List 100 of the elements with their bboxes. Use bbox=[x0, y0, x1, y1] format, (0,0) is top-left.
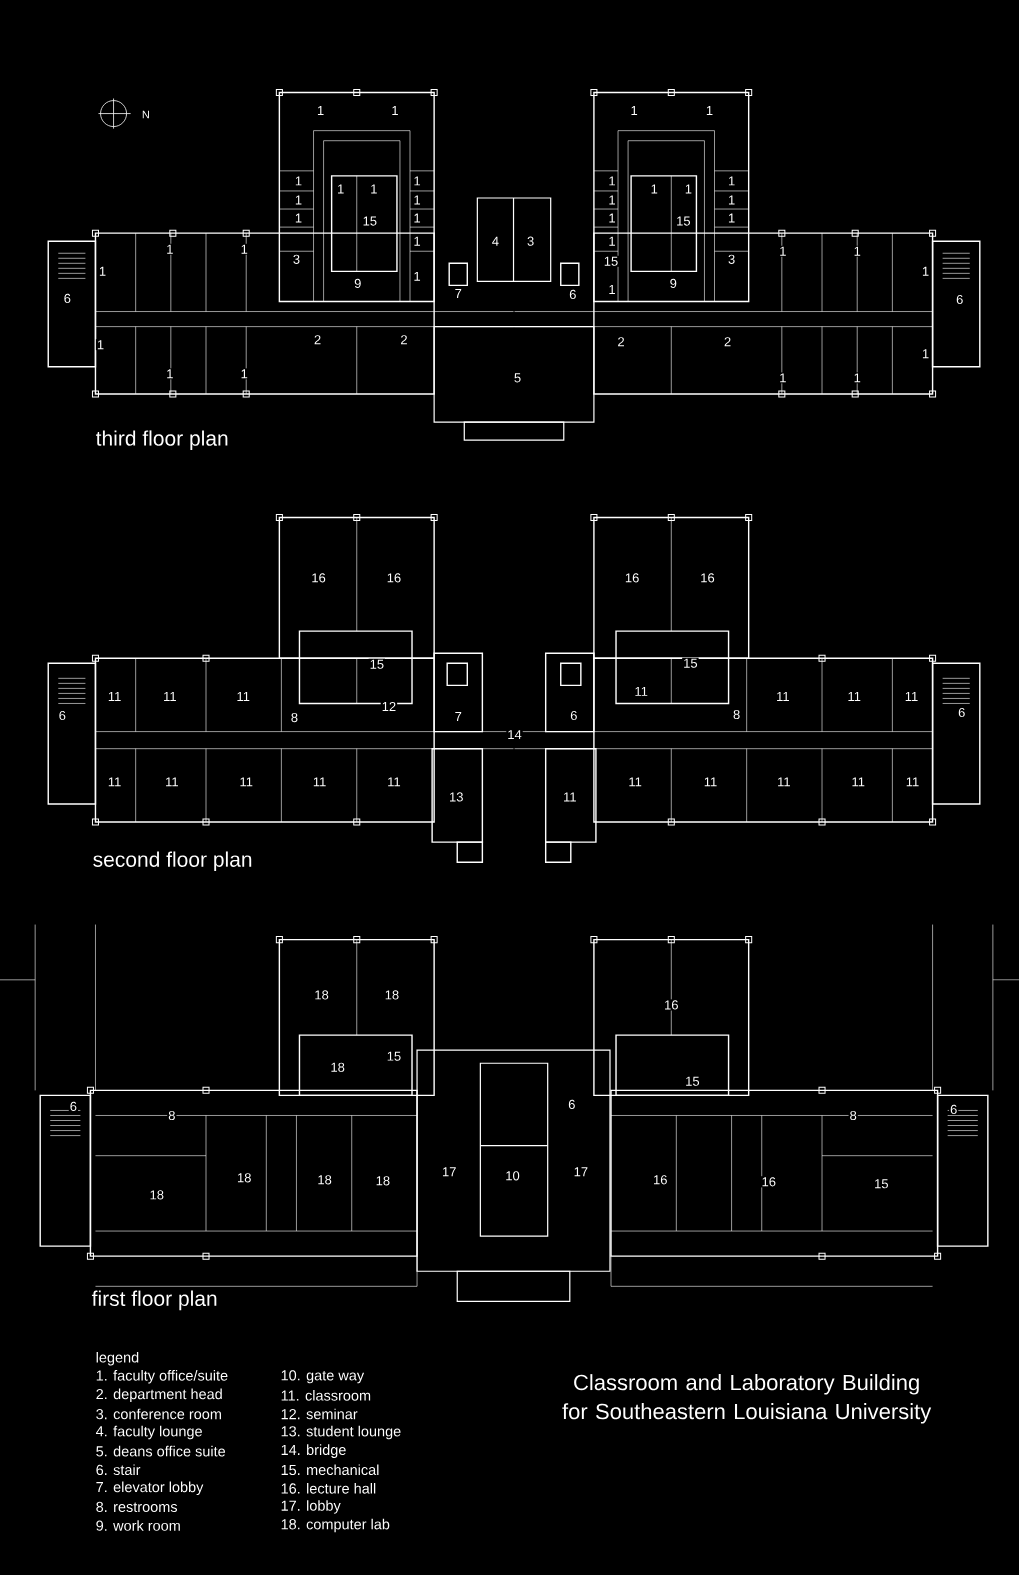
room-number: 1 bbox=[369, 183, 379, 195]
room-number: 8 bbox=[289, 711, 300, 724]
room-number: 18 bbox=[235, 1172, 253, 1184]
room-number: 15 bbox=[361, 215, 379, 227]
room-number: 1 bbox=[239, 368, 249, 380]
legend-item: 17. lobby bbox=[281, 1500, 341, 1514]
room-number: 16 bbox=[652, 1174, 669, 1186]
legend-item: 18. computer lab bbox=[281, 1518, 390, 1533]
room-number: 1 bbox=[336, 183, 346, 195]
room-number: 1 bbox=[852, 372, 862, 384]
room-number: 14 bbox=[506, 729, 523, 741]
room-number: 1 bbox=[683, 183, 693, 195]
room-number: 6 bbox=[62, 292, 72, 305]
room-number: 6 bbox=[57, 709, 67, 722]
room-number: 18 bbox=[313, 989, 330, 1001]
room-number: 3 bbox=[526, 235, 536, 247]
legend-item: 5. deans office suite bbox=[96, 1445, 226, 1457]
legend-item: 1. faculty office/suite bbox=[96, 1370, 228, 1384]
room-number: 15 bbox=[684, 1075, 701, 1087]
room-number: 1 bbox=[412, 175, 422, 187]
room-number: 1 bbox=[778, 245, 788, 257]
room-number: 1 bbox=[920, 265, 931, 277]
room-number: 11 bbox=[562, 791, 578, 803]
room-number: 18 bbox=[316, 1174, 333, 1186]
room-number: 1 bbox=[649, 183, 659, 195]
legend-item: 7. elevator lobby bbox=[96, 1481, 204, 1496]
room-number: 1 bbox=[315, 105, 326, 117]
room-number: 11 bbox=[702, 776, 719, 788]
legend-item: 14. bridge bbox=[281, 1444, 346, 1458]
room-number: 11 bbox=[386, 776, 402, 788]
room-number: 2 bbox=[399, 334, 409, 346]
legend-item: 4. faculty lounge bbox=[96, 1425, 202, 1440]
plan-title: third floor plan bbox=[95, 430, 228, 450]
room-number: 18 bbox=[383, 989, 401, 1001]
plan-title: second floor plan bbox=[93, 851, 252, 872]
room-number: 9 bbox=[353, 277, 363, 289]
room-number: 3 bbox=[727, 253, 737, 265]
room-number: 1 bbox=[293, 212, 304, 224]
room-number: 11 bbox=[311, 776, 328, 788]
room-number: 6 bbox=[568, 288, 578, 301]
room-number: 6 bbox=[955, 293, 965, 306]
legend-item: 11. classroom bbox=[281, 1390, 371, 1401]
room-number: 6 bbox=[949, 1103, 959, 1116]
room-number: 1 bbox=[293, 175, 304, 187]
room-number: 18 bbox=[374, 1175, 392, 1187]
room-number: 1 bbox=[607, 283, 617, 295]
room-number: 16 bbox=[623, 572, 641, 584]
room-number: 2 bbox=[312, 334, 323, 346]
legend-item: 8. restrooms bbox=[96, 1501, 178, 1513]
room-number: 15 bbox=[368, 658, 386, 670]
room-number: 1 bbox=[412, 235, 422, 247]
room-number: 9 bbox=[668, 277, 678, 289]
room-number: 1 bbox=[412, 212, 422, 224]
room-number: 11 bbox=[238, 776, 254, 788]
room-number: 1 bbox=[852, 245, 862, 257]
room-number: 11 bbox=[164, 776, 180, 788]
room-number: 1 bbox=[704, 105, 715, 117]
legend-heading: legend bbox=[96, 1351, 139, 1366]
room-number: 17 bbox=[440, 1166, 458, 1178]
legend-item: 6. stair bbox=[96, 1464, 141, 1476]
room-number: 3 bbox=[291, 253, 302, 265]
room-number: 1 bbox=[293, 194, 304, 206]
legend-item: 9. work room bbox=[96, 1520, 180, 1531]
legend-item: 12. seminar bbox=[281, 1408, 358, 1420]
room-number: 8 bbox=[167, 1109, 177, 1122]
room-number: 1 bbox=[412, 270, 422, 282]
legend-item: 15. mechanical bbox=[281, 1464, 379, 1476]
room-number: 1 bbox=[412, 194, 422, 206]
room-number: 11 bbox=[106, 690, 123, 702]
room-number: 1 bbox=[607, 194, 617, 206]
legend-item: 3. conference room bbox=[96, 1408, 221, 1420]
room-number: 11 bbox=[162, 690, 178, 702]
room-number: 1 bbox=[629, 105, 639, 117]
room-number: 11 bbox=[633, 685, 649, 697]
room-number: 11 bbox=[235, 690, 251, 702]
room-number: 16 bbox=[385, 572, 403, 584]
room-number: 1 bbox=[95, 339, 106, 351]
room-number: 1 bbox=[607, 175, 617, 187]
room-number: 1 bbox=[727, 194, 737, 206]
room-number: 18 bbox=[329, 1061, 346, 1073]
room-number: 18 bbox=[148, 1189, 165, 1201]
room-number: 6 bbox=[957, 706, 967, 719]
room-number: 11 bbox=[846, 690, 862, 702]
room-number: 15 bbox=[675, 215, 692, 227]
room-number: 5 bbox=[512, 372, 523, 384]
room-number: 13 bbox=[448, 791, 465, 803]
room-number: 15 bbox=[682, 657, 699, 669]
room-number: 16 bbox=[760, 1176, 777, 1188]
room-number: 11 bbox=[775, 690, 791, 702]
room-number: 6 bbox=[569, 709, 579, 722]
room-number: 11 bbox=[106, 776, 123, 788]
room-number: 11 bbox=[627, 776, 643, 788]
room-number: 1 bbox=[727, 175, 737, 187]
title: Classroom and Laboratory Building for Southeastern Louisiana University bbox=[562, 1374, 932, 1424]
room-number: 10 bbox=[504, 1170, 521, 1182]
room-number: 11 bbox=[904, 776, 921, 788]
legend-item: 13. student lounge bbox=[281, 1425, 401, 1440]
room-number: 1 bbox=[727, 212, 737, 224]
room-number: 11 bbox=[850, 776, 866, 788]
room-number: 6 bbox=[68, 1100, 78, 1113]
